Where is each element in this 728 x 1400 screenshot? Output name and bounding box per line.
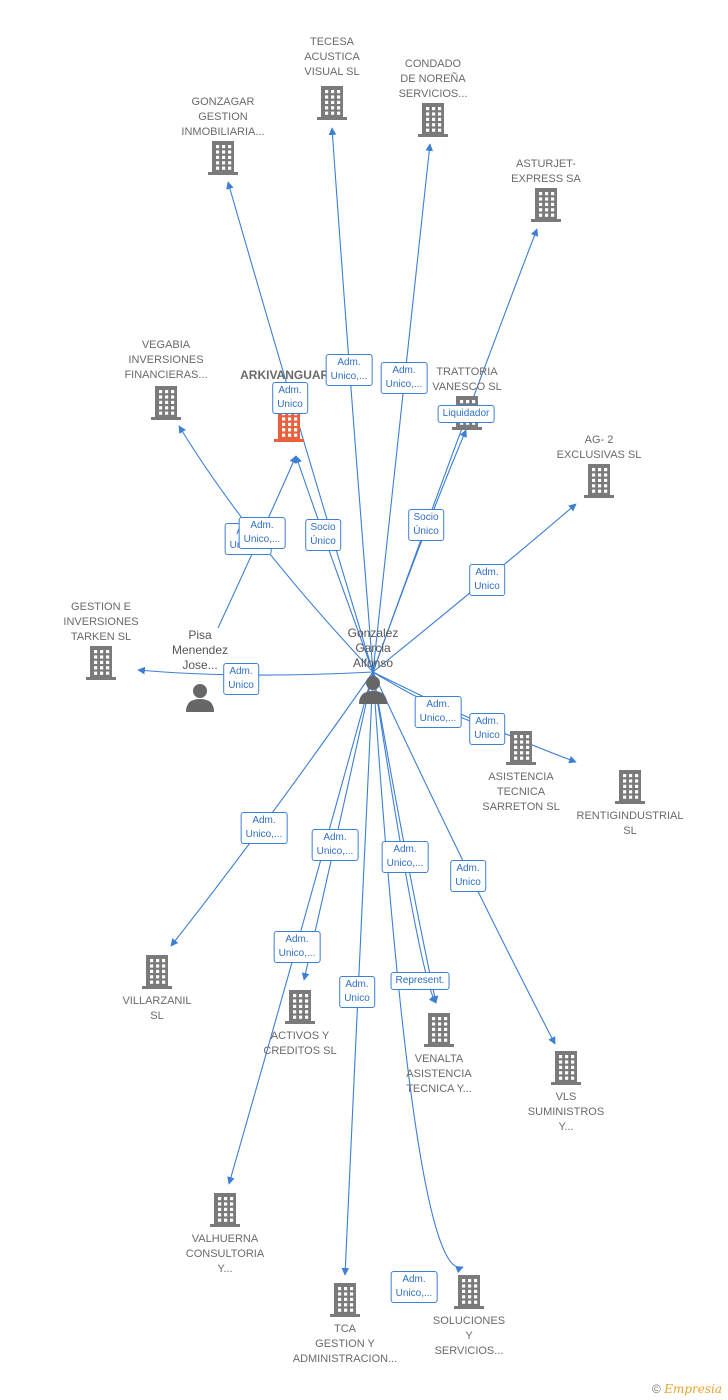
brand-logo: Empresia bbox=[664, 1382, 722, 1396]
building-icon[interactable] bbox=[86, 646, 116, 680]
building-icon[interactable] bbox=[418, 103, 448, 137]
node-label-tarken[interactable]: GESTION E INVERSIONES TARKEN SL bbox=[63, 601, 139, 643]
building-icon[interactable] bbox=[274, 408, 304, 442]
edge-label-arkivanguard[interactable]: Socio Único bbox=[305, 519, 341, 551]
building-icon[interactable] bbox=[506, 731, 536, 765]
node-label-pisa[interactable]: Pisa Menendez Jose... bbox=[171, 628, 229, 672]
node-label-gonzagar[interactable]: GONZAGAR GESTION INMOBILIARIA... bbox=[181, 96, 265, 138]
building-icon[interactable] bbox=[551, 1051, 581, 1085]
building-icon[interactable] bbox=[208, 141, 238, 175]
edge-label-venalta[interactable]: Represent. bbox=[390, 972, 450, 990]
edge-label-asturjet[interactable]: Liquidador bbox=[437, 405, 495, 423]
building-icon[interactable] bbox=[531, 188, 561, 222]
edge-gonzalez-venalta bbox=[372, 671, 437, 1004]
edge-label-tecesa[interactable]: Adm. Unico,... bbox=[325, 354, 373, 386]
node-label-gonzalez[interactable]: Gonzalez Garcia Alfonso bbox=[347, 626, 399, 670]
person-icon[interactable] bbox=[359, 676, 387, 704]
building-icon[interactable] bbox=[424, 1013, 454, 1047]
building-icon[interactable] bbox=[454, 1275, 484, 1309]
edge-gonzalez-valhuerna bbox=[227, 671, 374, 1185]
node-label-tca[interactable]: TCA GESTION Y ADMINISTRACION... bbox=[292, 1323, 398, 1365]
building-icon[interactable] bbox=[285, 990, 315, 1024]
edge-label-rentig[interactable]: Adm. Unico bbox=[469, 713, 505, 745]
node-label-valhuerna[interactable]: VALHUERNA CONSULTORIA Y... bbox=[185, 1233, 265, 1275]
edge-gonzalez-tecesa bbox=[328, 127, 374, 673]
building-icon[interactable] bbox=[210, 1193, 240, 1227]
node-label-tecesa[interactable]: TECESA ACUSTICA VISUAL SL bbox=[304, 36, 360, 78]
building-icon[interactable] bbox=[330, 1283, 360, 1317]
edge-label-tarken[interactable]: Adm. Unico bbox=[223, 663, 259, 695]
node-label-condado[interactable]: CONDADO DE NOREÑA SERVICIOS... bbox=[398, 58, 468, 100]
building-icon[interactable] bbox=[142, 955, 172, 989]
node-label-rentig[interactable]: RENTIGINDUSTRIAL SL bbox=[576, 810, 684, 837]
edge-gonzalez-tca bbox=[341, 671, 374, 1276]
edge-label-soluciones[interactable]: Adm. Unico,... bbox=[390, 1271, 438, 1303]
node-label-arkivanguard[interactable]: ARKIVANGUARD bbox=[240, 368, 338, 382]
edge-gonzalez-gonzagar bbox=[226, 181, 374, 673]
copyright-symbol: © bbox=[652, 1382, 661, 1396]
edge-label-ag2[interactable]: Adm. Unico bbox=[469, 564, 505, 596]
edge-label-trattoria[interactable]: Socio Único bbox=[408, 509, 444, 541]
node-label-sarreton[interactable]: ASISTENCIA TECNICA SARRETON SL bbox=[482, 771, 560, 813]
building-icon[interactable] bbox=[151, 386, 181, 420]
edge-label-condado[interactable]: Adm. Unico,... bbox=[380, 362, 428, 394]
node-label-venalta[interactable]: VENALTA ASISTENCIA TECNICA Y... bbox=[406, 1053, 472, 1095]
node-label-activos[interactable]: ACTIVOS Y CREDITOS SL bbox=[263, 1030, 337, 1057]
edge-label-activos[interactable]: Adm. Unico,... bbox=[311, 829, 359, 861]
building-icon[interactable] bbox=[615, 770, 645, 804]
node-label-vegabia[interactable]: VEGABIA INVERSIONES FINANCIERAS... bbox=[124, 339, 208, 381]
node-label-trattoria[interactable]: TRATTORIA VANESCO SL bbox=[432, 366, 502, 393]
node-label-vls[interactable]: VLS SUMINISTROS Y... bbox=[527, 1091, 605, 1133]
node-label-ag2[interactable]: AG- 2 EXCLUSIVAS SL bbox=[556, 434, 642, 461]
credit: © Empresia bbox=[652, 1382, 722, 1396]
node-label-villarzanil[interactable]: VILLARZANIL SL bbox=[122, 995, 192, 1022]
node-label-soluciones[interactable]: SOLUCIONES Y SERVICIOS... bbox=[432, 1315, 506, 1357]
edge-label-gonzagar[interactable]: Adm. Unico bbox=[272, 382, 308, 414]
edge-gonzalez-soluciones bbox=[372, 671, 464, 1274]
edge-label-vls[interactable]: Adm. Unico bbox=[450, 860, 486, 892]
edge-label-valhuerna[interactable]: Adm. Unico,... bbox=[273, 931, 321, 963]
edge-label-tca[interactable]: Adm. Unico bbox=[339, 976, 375, 1008]
edge-label-arkivanguard[interactable]: Adm. Unico,... bbox=[238, 517, 286, 549]
edge-label-sarreton[interactable]: Adm. Unico,... bbox=[414, 696, 462, 728]
building-icon[interactable] bbox=[584, 464, 614, 498]
person-icon[interactable] bbox=[186, 684, 214, 712]
building-icon[interactable] bbox=[317, 86, 347, 120]
node-label-asturjet[interactable]: ASTURJET- EXPRESS SA bbox=[511, 158, 581, 185]
edge-label-villarzanil[interactable]: Adm. Unico,... bbox=[240, 812, 288, 844]
edge-label-venalta[interactable]: Adm. Unico,... bbox=[381, 841, 429, 873]
